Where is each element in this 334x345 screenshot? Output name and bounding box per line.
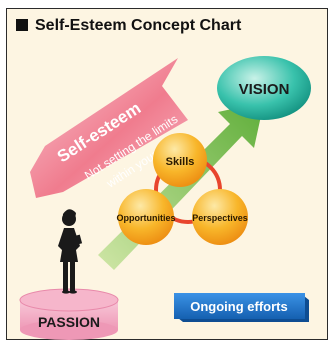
square-bullet-icon — [16, 19, 28, 31]
passion-label: PASSION — [38, 314, 100, 330]
page-title: Self-Esteem Concept Chart — [16, 17, 241, 35]
vision-label: VISION — [239, 81, 290, 98]
ongoing-efforts-label: Ongoing efforts — [190, 299, 288, 314]
skills-circle: Skills — [153, 133, 207, 187]
perspectives-circle: Perspectives — [192, 189, 248, 245]
opportunities-label: Opportunities — [117, 213, 176, 223]
passion-cylinder: PASSION — [19, 288, 119, 340]
skills-label: Skills — [166, 156, 195, 168]
person-silhouette — [58, 209, 83, 294]
perspectives-label: Perspectives — [192, 213, 248, 223]
title-text: Self-Esteem Concept Chart — [35, 17, 242, 34]
ongoing-efforts-box: Ongoing efforts — [174, 293, 309, 322]
vision-bubble: VISION — [217, 56, 311, 120]
opportunities-circle: Opportunities — [117, 189, 176, 245]
